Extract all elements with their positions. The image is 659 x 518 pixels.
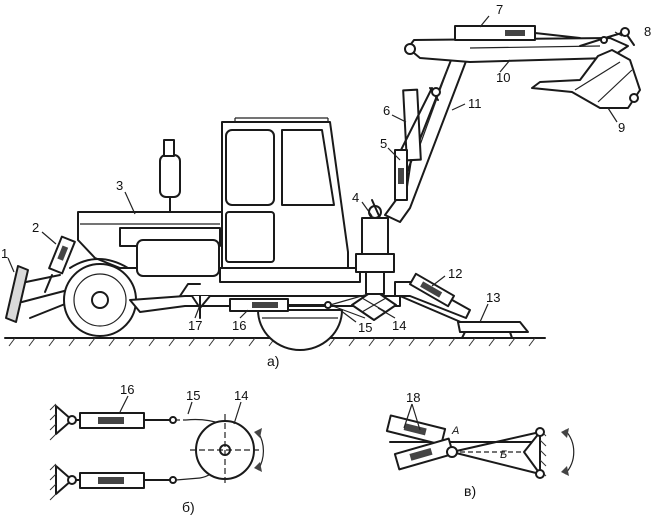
label-10: 10 <box>496 70 510 85</box>
figure-b: 16 15 14 б) <box>49 382 264 515</box>
label-6: 6 <box>383 103 390 118</box>
label-11: 11 <box>468 96 482 111</box>
rear-wheel <box>63 263 137 337</box>
label-15: 15 <box>358 320 372 335</box>
label-13: 13 <box>486 290 500 305</box>
label-1: 1 <box>1 246 8 261</box>
b-wheel <box>190 414 264 486</box>
label-4: 4 <box>352 190 359 205</box>
caption-a: а) <box>267 353 279 369</box>
bucket-linkage <box>579 27 635 47</box>
caption-b: б) <box>182 499 195 515</box>
label-5: 5 <box>380 136 387 151</box>
label-b14: 14 <box>234 388 248 403</box>
leader-lines <box>7 15 623 323</box>
side-panel <box>69 239 361 283</box>
figure-c: 18 А Б в) <box>385 390 575 499</box>
boom-cylinder-5 <box>394 87 441 201</box>
blade-lift-cylinder <box>44 235 76 293</box>
swing-column <box>355 199 395 295</box>
figure-a: 1 2 3 4 5 6 7 8 9 10 11 12 13 14 15 16 1… <box>1 2 651 369</box>
label-12: 12 <box>448 266 462 281</box>
bucket <box>531 49 641 109</box>
front-wheel <box>257 309 343 351</box>
letter-b: Б <box>500 449 507 461</box>
dipper-cylinder <box>454 25 581 41</box>
caption-c: в) <box>464 483 476 499</box>
swing-cylinder <box>229 298 332 312</box>
letter-a: А <box>451 425 459 437</box>
label-9: 9 <box>618 120 625 135</box>
label-14: 14 <box>392 318 406 333</box>
label-b15: 15 <box>186 388 200 403</box>
b-upper-cylinder <box>49 403 186 441</box>
label-7: 7 <box>496 2 503 17</box>
label-b16: 16 <box>120 382 134 397</box>
part-numbers: 1 2 3 4 5 6 7 8 9 10 11 12 13 14 15 16 1… <box>1 2 651 335</box>
label-8: 8 <box>644 24 651 39</box>
dipper-arm <box>404 37 629 63</box>
outrigger <box>394 272 529 339</box>
label-c18: 18 <box>406 390 420 405</box>
label-2: 2 <box>32 220 39 235</box>
cab <box>221 117 349 269</box>
label-3: 3 <box>116 178 123 193</box>
label-16: 16 <box>232 318 246 333</box>
b-lower-cylinder <box>49 463 201 501</box>
label-17: 17 <box>188 318 202 333</box>
